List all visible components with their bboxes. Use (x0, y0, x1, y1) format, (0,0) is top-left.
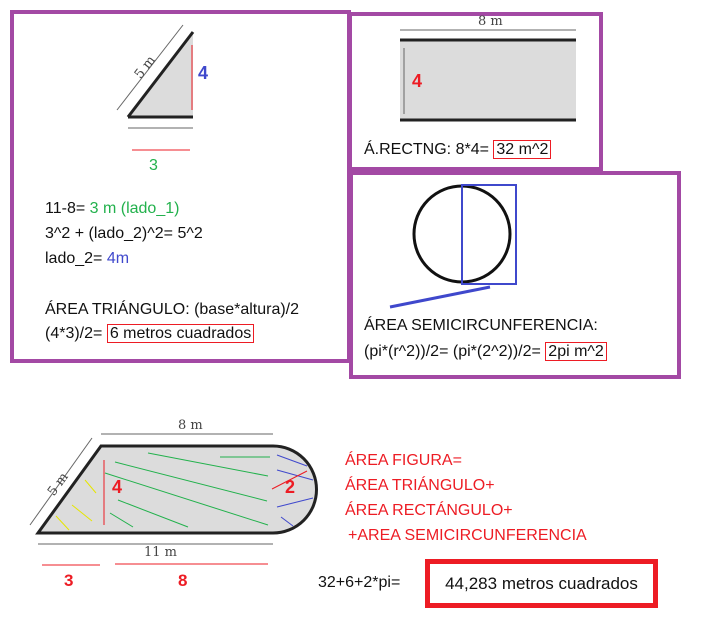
fig-seg2-label: 8 (178, 571, 188, 590)
summary-line: ÁREA FIGURA= (345, 452, 462, 469)
rectangle-panel (348, 12, 603, 171)
summary-line: ÁREA RECTÁNGULO+ (345, 502, 513, 519)
fig-top-label: 8 m (178, 418, 203, 433)
triangle-area-formula: ÁREA TRIÁNGULO: (base*altura)/2 (45, 301, 300, 318)
rect-width-label: 8 m (478, 14, 503, 29)
fig-bottom-label: 11 m (144, 545, 178, 560)
rectangle-diagram (400, 29, 576, 122)
semi-area-result: 2pi m^2 (545, 342, 607, 361)
height-label: 4 (198, 63, 209, 83)
semi-area-formula: ÁREA SEMICIRCUNFERENCIA: (364, 317, 598, 334)
rect-area-calc: Á.RECTNG: 8*4= 32 m^2 (364, 140, 552, 159)
fig-seg1-label: 3 (64, 571, 74, 590)
calc-text: (4*3)/2= (45, 325, 107, 342)
rect-height-label: 4 (412, 71, 423, 91)
triangle-diagram (116, 24, 195, 151)
fig-radius-label: 2 (285, 477, 296, 497)
composite-figure (29, 433, 318, 566)
fig-height-label: 4 (112, 477, 123, 497)
calc-text: lado_2= (45, 250, 107, 267)
triangle-area-result: 6 metros cuadrados (106, 324, 255, 343)
triangle-area-calc: (4*3)/2= 6 metros cuadrados (45, 324, 255, 343)
calc-line-2: 3^2 + (lado_2)^2= 5^2 (45, 225, 203, 242)
calc-line-1: 11-8= 3 m (lado_1) (45, 200, 179, 218)
circle-diagram (389, 184, 517, 309)
calc-text: 11-8= (45, 200, 90, 217)
summary-line: ÁREA TRIÁNGULO+ (345, 477, 495, 494)
lado1-value: 3 m (lado_1) (89, 200, 180, 217)
rect-area-result: 32 m^2 (493, 140, 552, 159)
lado2-value: 4m (106, 250, 130, 267)
semi-area-calc: (pi*(r^2))/2= (pi*(2^2))/2= 2pi m^2 (364, 342, 607, 361)
calc-text: (pi*(r^2))/2= (pi*(2^2))/2= (364, 343, 546, 360)
calc-text: Á.RECTNG: 8*4= (364, 141, 494, 158)
semicircle-panel (349, 171, 681, 379)
final-result: 44,283 metros cuadrados (445, 573, 638, 593)
calc-line-3: lado_2= 4m (45, 250, 129, 268)
base-label: 3 (149, 157, 158, 174)
final-result-box: 44,283 metros cuadrados (425, 559, 658, 608)
summary-line: +AREA SEMICIRCUNFERENCIA (348, 527, 587, 544)
final-equation: 32+6+2*pi= (318, 574, 401, 591)
